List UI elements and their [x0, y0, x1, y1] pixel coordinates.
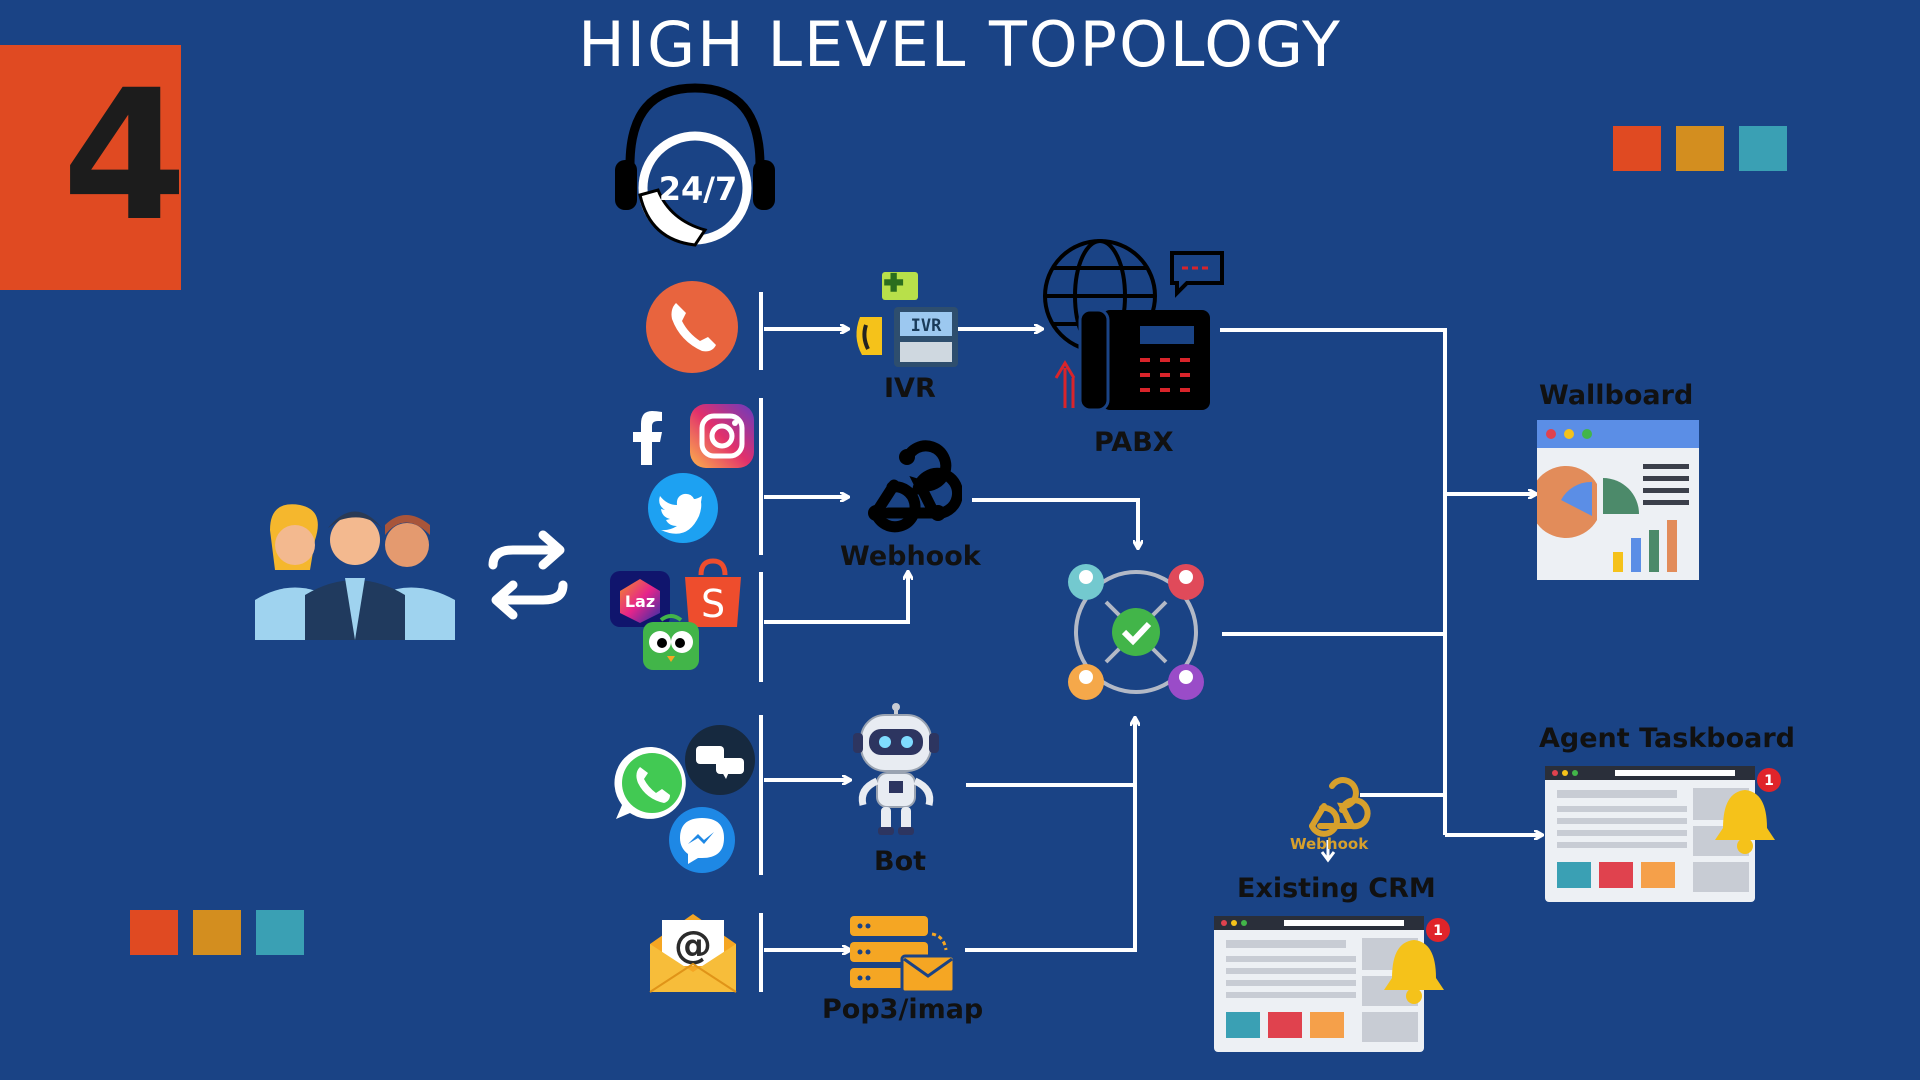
pabx-label: PABX [1094, 427, 1174, 458]
arrow-bot-hub [966, 718, 1135, 787]
crm-webhook-icon [1309, 777, 1371, 863]
arrow-marketplace-webhook [764, 572, 908, 624]
line-pabx-bus [1220, 328, 1447, 835]
arrow-pop3-hub [965, 718, 1137, 952]
ivr-icon: IVR [856, 272, 958, 367]
pop3-server-icon [850, 916, 956, 994]
phone-icon [646, 281, 738, 373]
crm-badge-count: 1 [1433, 923, 1443, 939]
decor-square-amber [193, 910, 241, 955]
lazada-icon: Laz [610, 571, 670, 627]
wallboard-icon [1537, 420, 1699, 580]
pop3-label: Pop3/imap [822, 994, 984, 1025]
decor-square-orange [130, 910, 178, 955]
chat-bubbles-icon [685, 725, 755, 795]
step-number-block: 4 [0, 45, 187, 290]
shopee-text: S [701, 582, 725, 626]
lazada-text: Laz [625, 592, 655, 611]
decor-square-teal [1739, 126, 1787, 171]
support-247-icon: 24/7 [615, 83, 775, 247]
pabx-icon [1043, 239, 1224, 412]
bot-label: Bot [874, 846, 927, 877]
decor-square-teal [256, 910, 304, 955]
bot-icon [853, 703, 939, 835]
exchange-arrows-icon [488, 530, 568, 620]
webhook-label: Webhook [840, 541, 981, 572]
svg-text:@: @ [674, 923, 712, 967]
shopee-icon: S [685, 558, 741, 627]
ivr-screen-text: IVR [911, 316, 942, 336]
tokopedia-icon [643, 614, 699, 670]
taskboard-badge-count: 1 [1764, 773, 1774, 789]
omnichannel-hub-icon [1068, 564, 1204, 700]
crm-webhook-label: Webhook [1290, 835, 1369, 853]
decor-square-amber [1676, 126, 1724, 171]
support-badge-text: 24/7 [659, 170, 737, 208]
facebook-icon [633, 411, 662, 465]
customers-icon [255, 504, 455, 640]
webhook-icon [868, 440, 962, 533]
whatsapp-icon [614, 746, 686, 819]
wallboard-label: Wallboard [1539, 380, 1694, 411]
messenger-icon [669, 807, 735, 873]
step-number: 4 [62, 52, 188, 261]
decor-square-orange [1613, 126, 1661, 171]
existing-crm-icon: 1 [1214, 916, 1450, 1052]
instagram-icon [690, 404, 754, 468]
existing-crm-label: Existing CRM [1237, 873, 1436, 904]
ivr-label: IVR [884, 373, 936, 404]
twitter-icon [648, 473, 718, 543]
arrow-webhook-hub [972, 498, 1138, 548]
agent-taskboard-icon: 1 [1545, 766, 1781, 902]
agent-taskboard-label: Agent Taskboard [1539, 723, 1795, 754]
page-title: HIGH LEVEL TOPOLOGY [578, 8, 1342, 81]
email-icon: @ [649, 914, 737, 993]
